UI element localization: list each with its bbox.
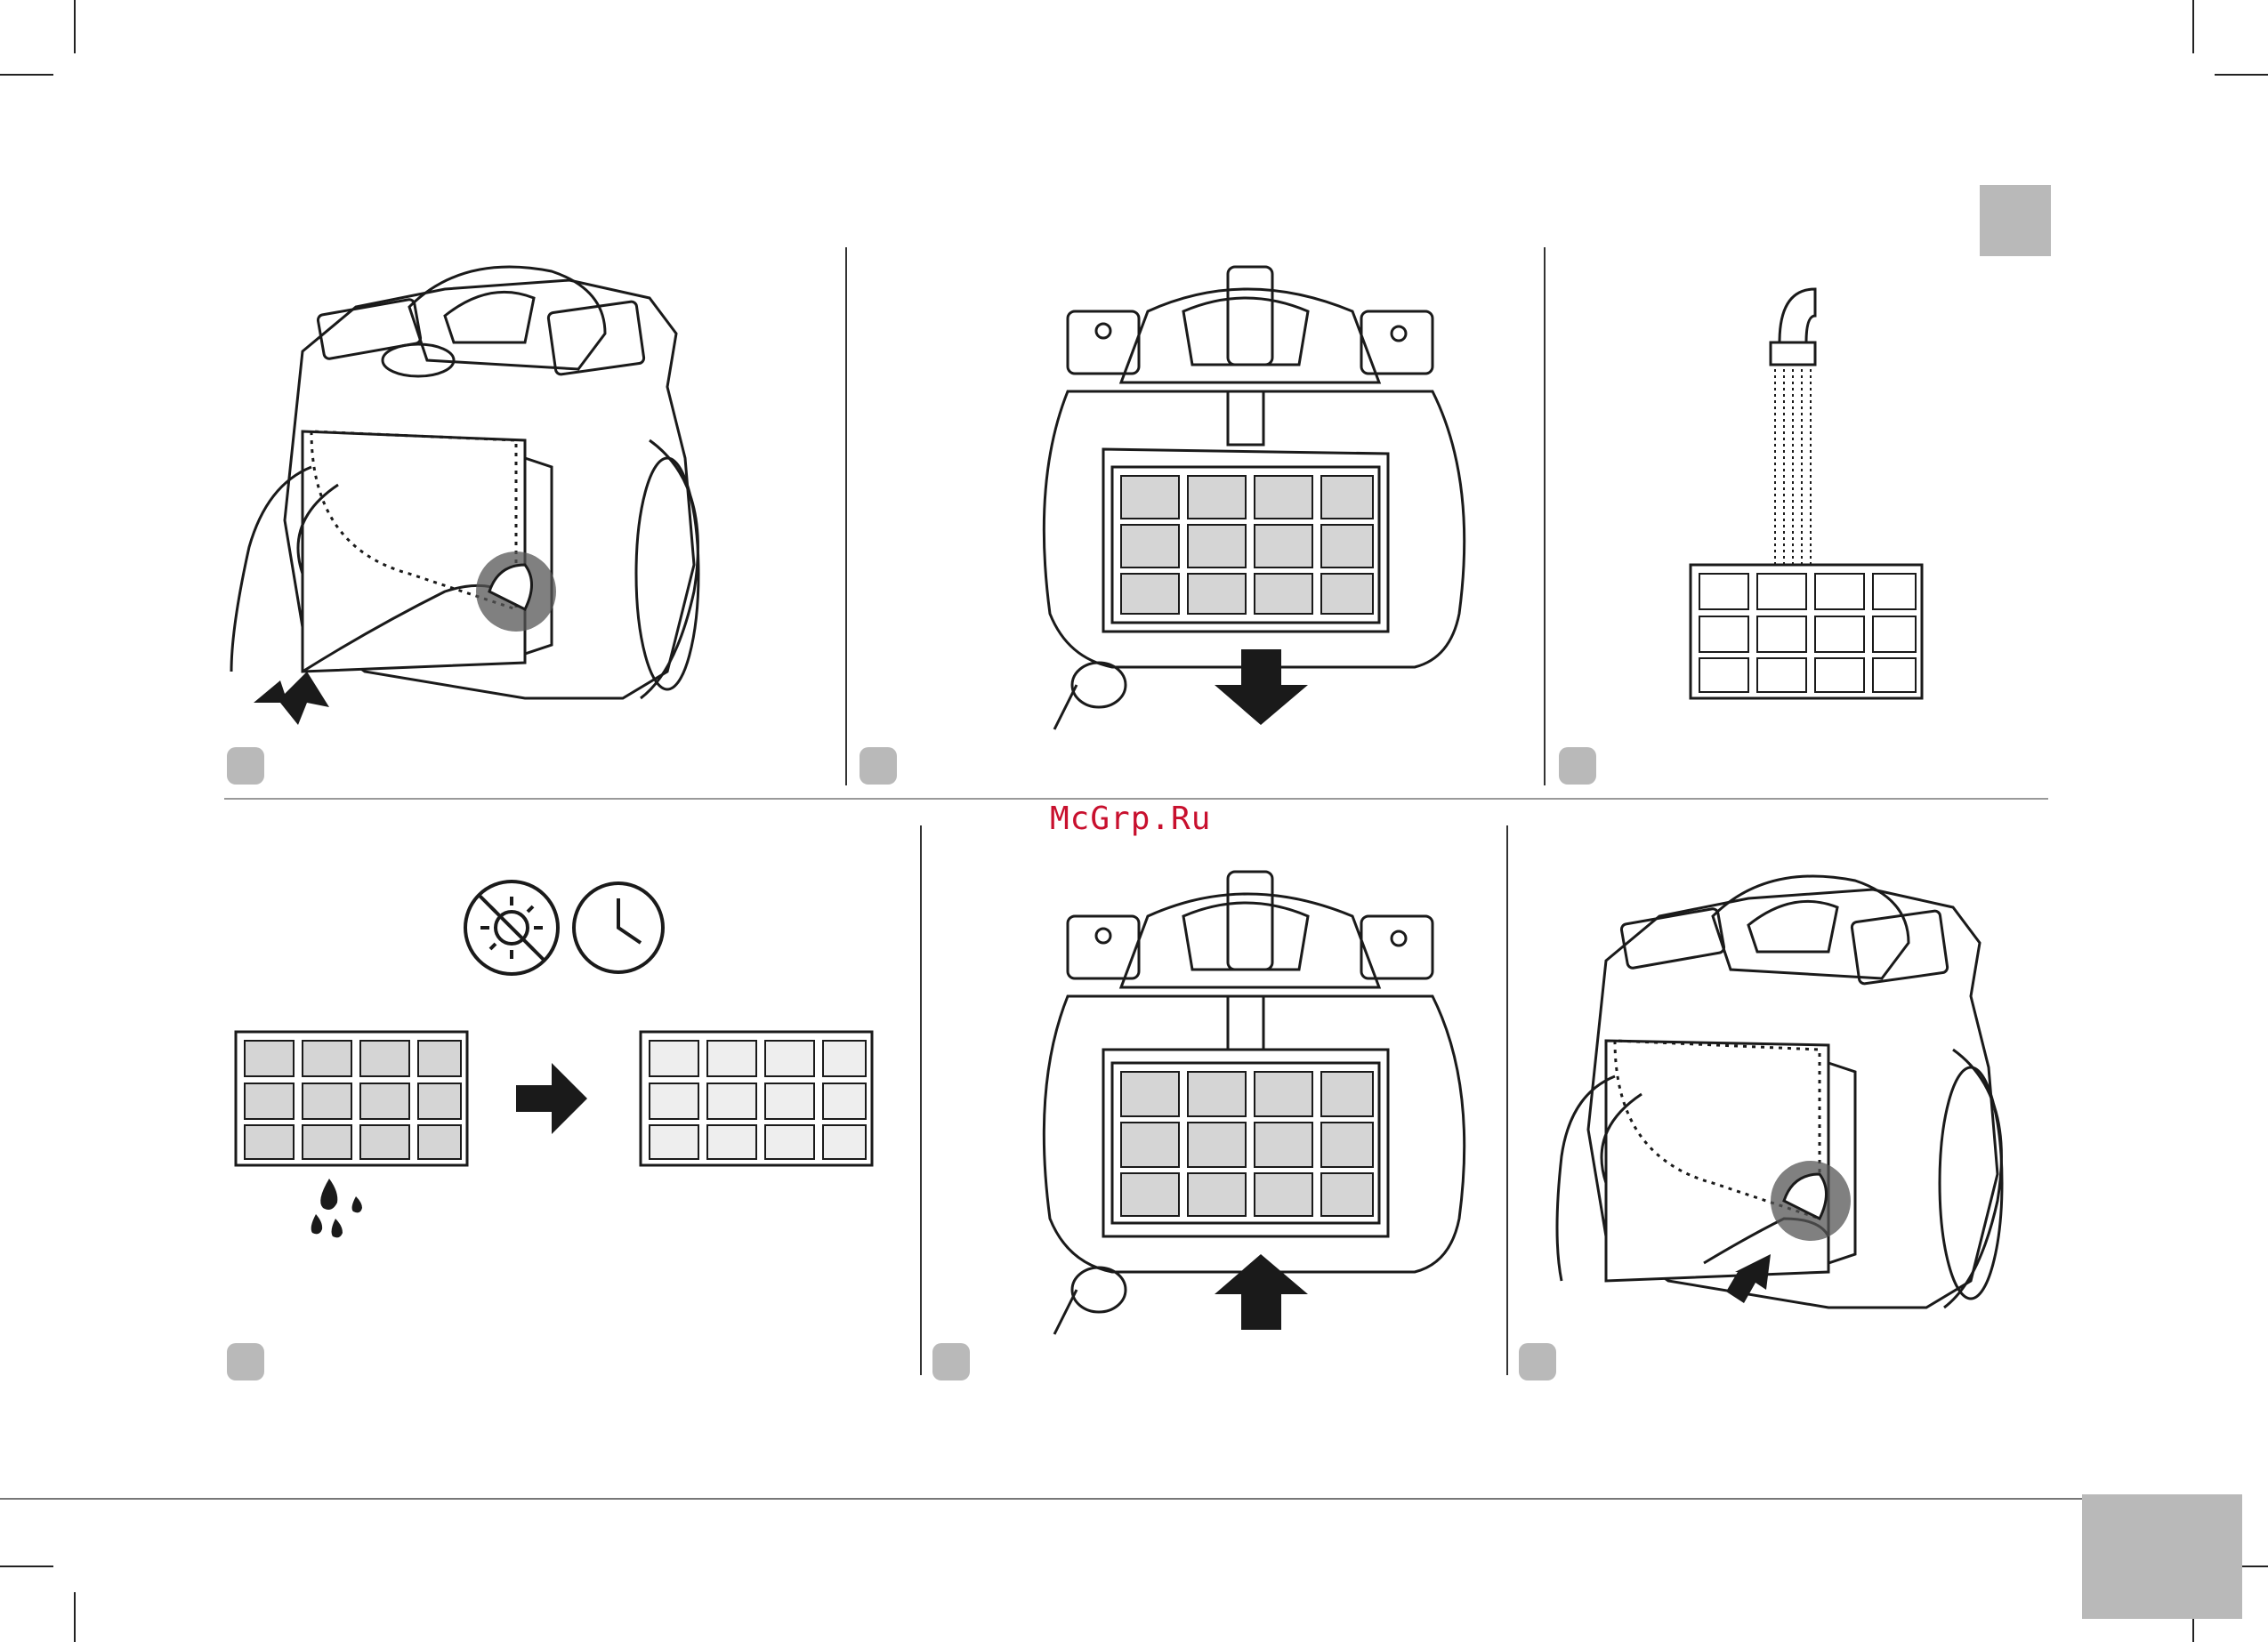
crop-mark xyxy=(0,1566,53,1567)
column-divider xyxy=(1544,247,1546,785)
water-drops-icon xyxy=(311,1179,362,1237)
panel-6-illustration xyxy=(1553,863,2015,1343)
crop-mark xyxy=(0,74,53,76)
arrow-down-icon xyxy=(1215,649,1308,725)
section-tab xyxy=(1980,185,2051,256)
step-badge-5 xyxy=(932,1343,970,1380)
arrow-right-down-icon xyxy=(254,672,329,725)
step-badge-3 xyxy=(1559,747,1596,785)
column-divider xyxy=(1506,825,1508,1375)
panel-2-illustration xyxy=(1014,258,1477,729)
crop-mark xyxy=(2215,74,2268,76)
footer-divider xyxy=(0,1498,2082,1500)
step-badge-2 xyxy=(860,747,897,785)
crop-mark xyxy=(74,1592,76,1642)
step-badge-6 xyxy=(1519,1343,1556,1380)
crop-mark xyxy=(2192,0,2194,53)
panel-5-illustration xyxy=(1014,863,1477,1334)
crop-mark xyxy=(74,0,76,53)
step-badge-1 xyxy=(227,747,264,785)
panel-1-illustration xyxy=(231,254,712,734)
panel-3-illustration xyxy=(1682,280,1949,707)
arrow-up-icon xyxy=(1215,1254,1308,1330)
arrow-right-icon xyxy=(516,1063,587,1134)
row-divider xyxy=(224,798,2048,800)
page-number-tab xyxy=(2082,1494,2242,1619)
column-divider xyxy=(845,247,847,785)
tap-icon xyxy=(1780,289,1815,342)
panel-4-illustration xyxy=(227,881,885,1254)
clock-icon xyxy=(574,883,663,972)
column-divider xyxy=(920,825,922,1375)
step-badge-4 xyxy=(227,1343,264,1380)
no-sun-icon xyxy=(465,881,558,974)
watermark: McGrp.Ru xyxy=(1050,801,1211,837)
